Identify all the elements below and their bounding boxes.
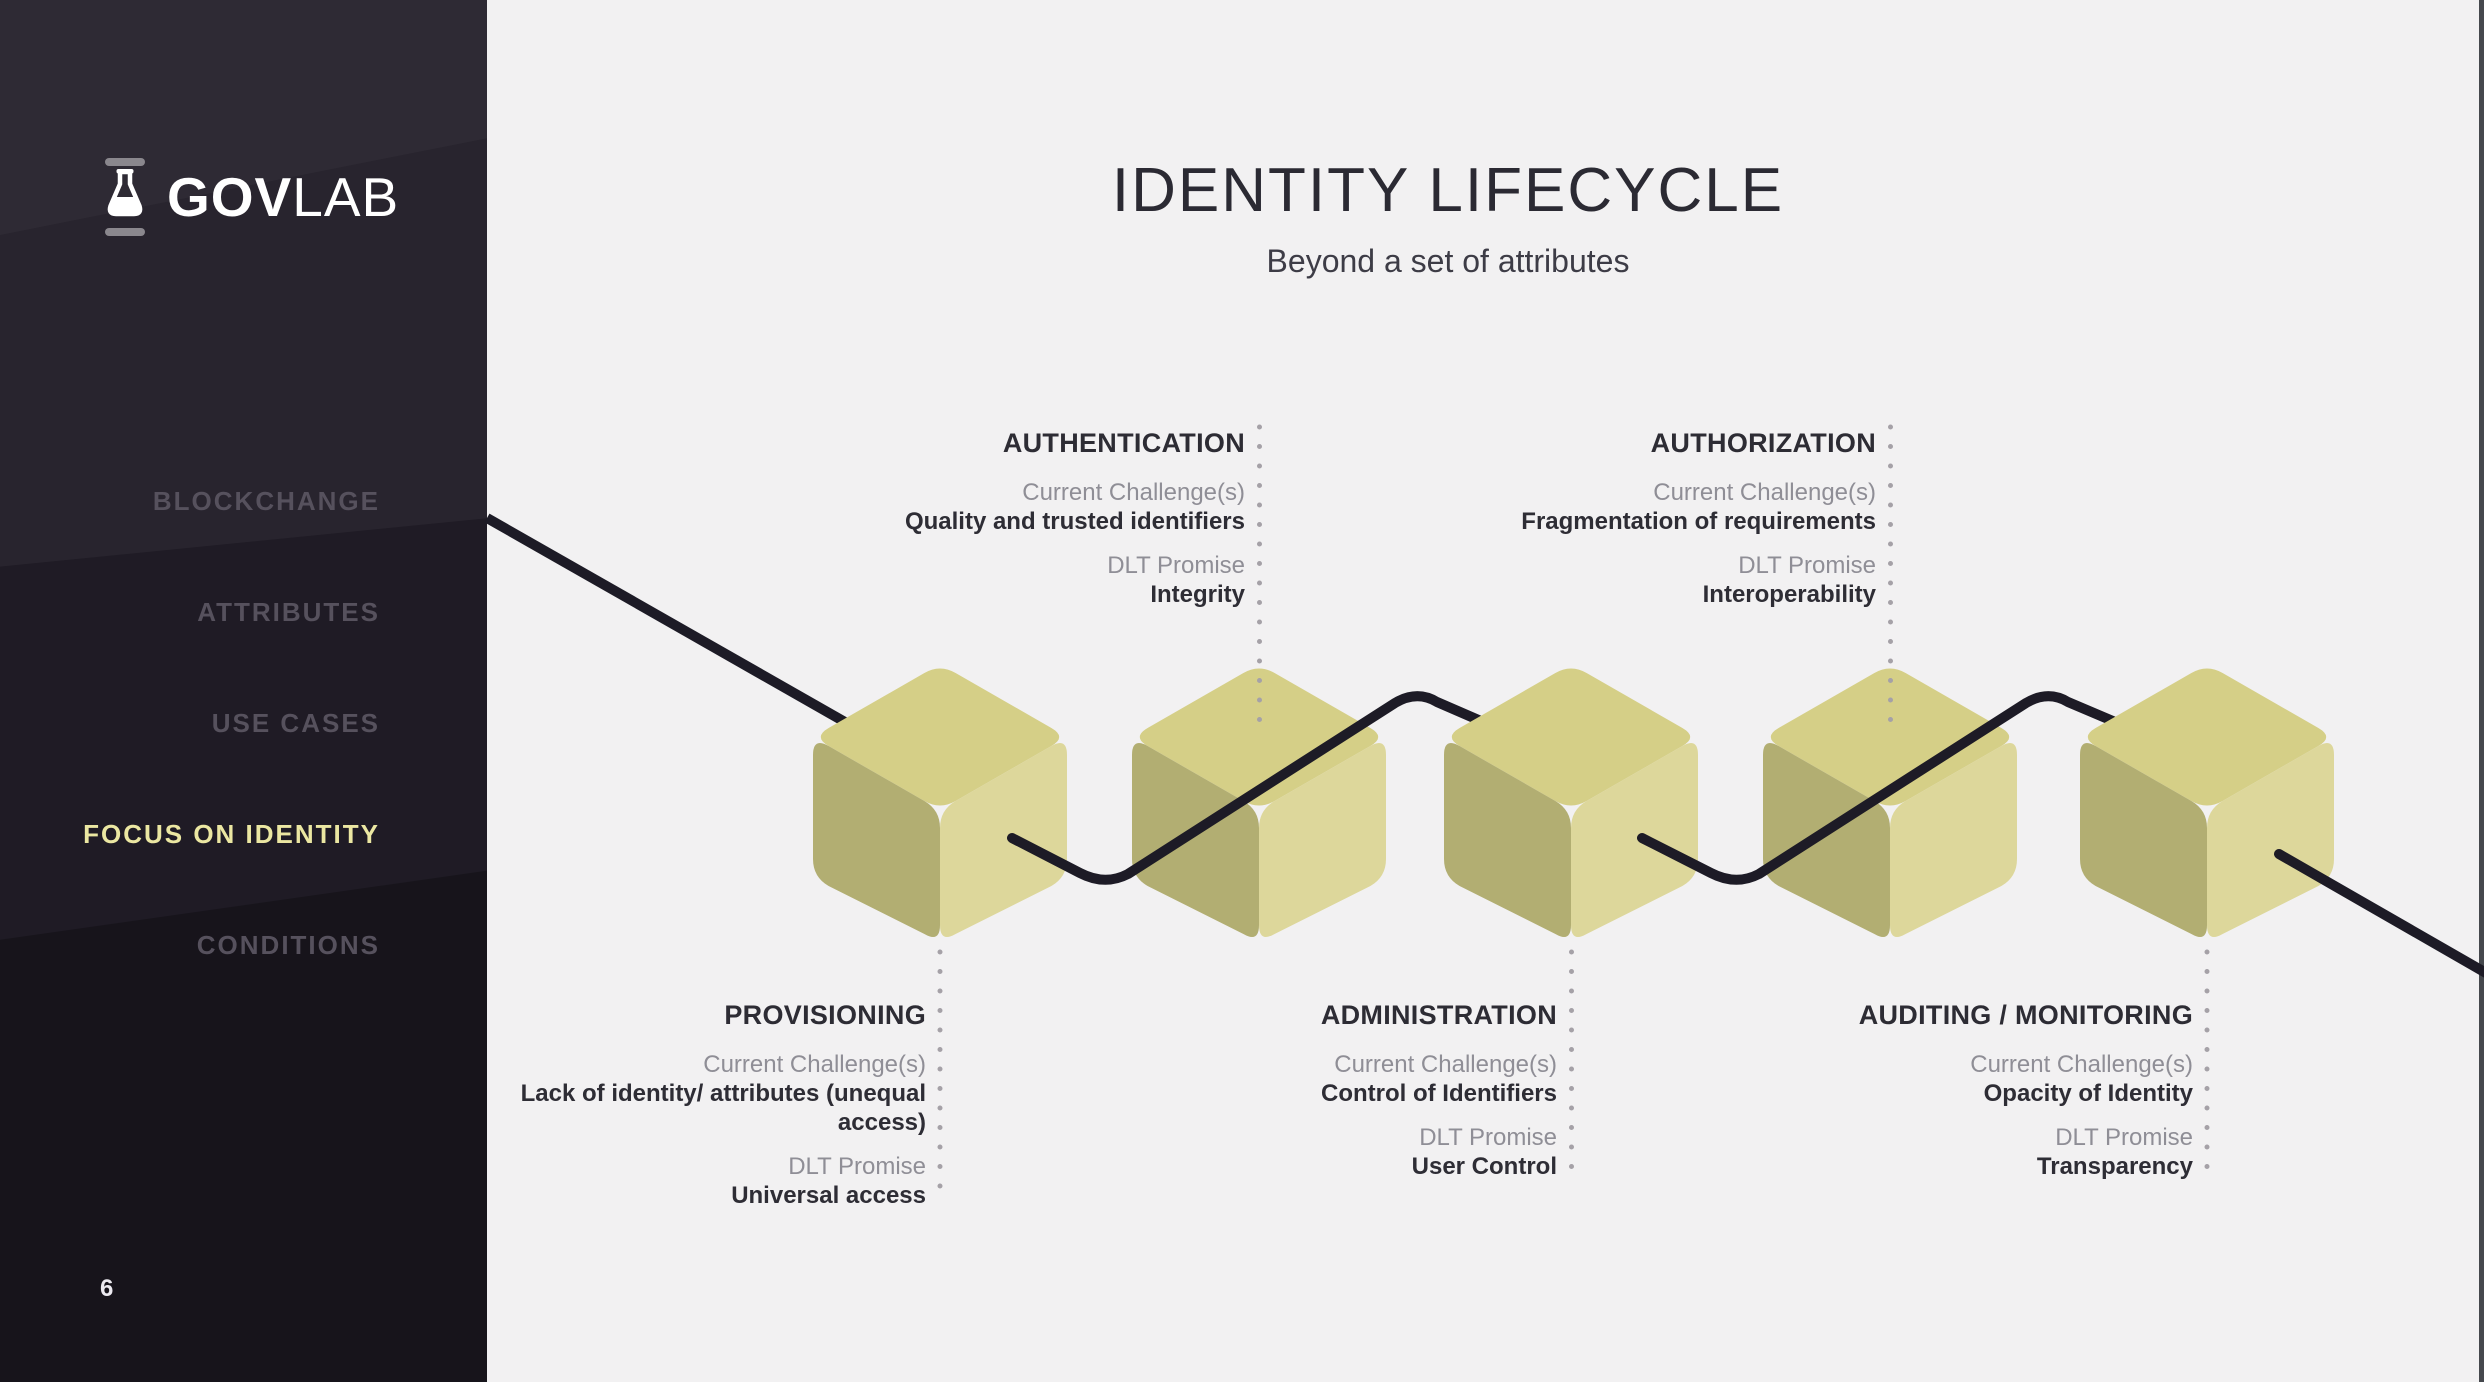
stage-name: AUTHORIZATION — [1650, 428, 1876, 458]
stage-provisioning: PROVISIONING Current Challenge(s) Lack o… — [506, 1000, 926, 1226]
promise-value: User Control — [1411, 1153, 1557, 1180]
stage-name: AUDITING / MONITORING — [1858, 1000, 2193, 1030]
stage-authentication: AUTHENTICATION Current Challenge(s) Qual… — [815, 428, 1245, 625]
promise-label: DLT Promise — [2055, 1124, 2193, 1151]
challenge-label: Current Challenge(s) — [1970, 1051, 2193, 1078]
weave-line-start — [484, 513, 883, 747]
promise-group: DLT Promise Transparency — [1763, 1124, 2193, 1181]
challenge-label: Current Challenge(s) — [703, 1051, 926, 1078]
promise-value: Transparency — [2036, 1153, 2193, 1180]
stage-name: AUTHENTICATION — [1002, 428, 1245, 458]
nav-item-blockchange[interactable]: BLOCKCHANGE — [152, 486, 380, 516]
challenge-group: Current Challenge(s) Fragmentation of re… — [1446, 479, 1876, 536]
page-number: 6 — [100, 1275, 114, 1302]
challenge-label: Current Challenge(s) — [1334, 1051, 1557, 1078]
promise-value: Integrity — [1150, 581, 1245, 608]
promise-label: DLT Promise — [1107, 552, 1245, 579]
promise-label: DLT Promise — [1738, 552, 1876, 579]
stage-auditing-monitoring: AUDITING / MONITORING Current Challenge(… — [1763, 1000, 2193, 1197]
brand-light: LAB — [292, 166, 400, 228]
sidebar-backdrop-facet — [0, 0, 487, 567]
weave-line-segment — [1007, 691, 1525, 885]
govlab-logo: GOVLAB — [103, 158, 399, 236]
cube-authentication — [1132, 668, 1386, 937]
nav-item-use-cases[interactable]: USE CASES — [211, 708, 380, 738]
challenge-value: Quality and trusted identifiers — [904, 508, 1245, 535]
stage-authorization: AUTHORIZATION Current Challenge(s) Fragm… — [1446, 428, 1876, 625]
brand-bold: GOV — [167, 166, 293, 228]
challenge-label: Current Challenge(s) — [1022, 479, 1245, 506]
flask-icon — [105, 158, 145, 236]
nav-item-attributes[interactable]: ATTRIBUTES — [197, 597, 380, 627]
slide-title: IDENTITY LIFECYCLE — [1111, 156, 1785, 225]
sidebar: GOVLAB BLOCKCHANGE ATTRIBUTES USE CASES … — [0, 0, 487, 1382]
nav-item-focus-on-identity[interactable]: FOCUS ON IDENTITY — [83, 819, 380, 849]
challenge-value: Control of Identifiers — [1321, 1080, 1557, 1107]
promise-value: Universal access — [731, 1182, 926, 1209]
promise-value: Interoperability — [1702, 581, 1876, 608]
promise-group: DLT Promise Universal access — [506, 1153, 926, 1210]
challenge-value: Fragmentation of requirements — [1521, 508, 1876, 535]
cube-provisioning — [813, 668, 1067, 937]
promise-label: DLT Promise — [1419, 1124, 1557, 1151]
promise-label: DLT Promise — [788, 1153, 926, 1180]
stage-name: ADMINISTRATION — [1320, 1000, 1557, 1030]
nav-item-conditions[interactable]: CONDITIONS — [196, 930, 380, 960]
sidebar-backdrop-facet — [0, 870, 487, 1382]
slide-subtitle: Beyond a set of attributes — [1266, 243, 1630, 279]
challenge-value: Lack of identity/ attributes (unequal ac… — [520, 1080, 926, 1136]
promise-group: DLT Promise Integrity — [815, 552, 1245, 609]
header: IDENTITY LIFECYCLE Beyond a set of attri… — [487, 158, 2484, 280]
stage-administration: ADMINISTRATION Current Challenge(s) Cont… — [1127, 1000, 1557, 1197]
weave-line-segment — [1637, 691, 2165, 885]
challenge-group: Current Challenge(s) Lack of identity/ a… — [506, 1051, 926, 1137]
challenge-group: Current Challenge(s) Quality and trusted… — [815, 479, 1245, 536]
challenge-group: Current Challenge(s) Opacity of Identity — [1763, 1051, 2193, 1108]
cube-authorization — [1763, 668, 2017, 937]
challenge-label: Current Challenge(s) — [1653, 479, 1876, 506]
weave-line-end — [2274, 849, 2484, 978]
cube-auditing — [2080, 668, 2334, 937]
challenge-value: Opacity of Identity — [1983, 1080, 2193, 1107]
challenge-group: Current Challenge(s) Control of Identifi… — [1127, 1051, 1557, 1108]
stage-name: PROVISIONING — [724, 1000, 926, 1030]
brand-wordmark: GOVLAB — [167, 170, 399, 225]
slide-nav: BLOCKCHANGE ATTRIBUTES USE CASES FOCUS O… — [83, 488, 380, 959]
promise-group: DLT Promise Interoperability — [1446, 552, 1876, 609]
next-slide-edge — [2479, 0, 2484, 1382]
cube-administration — [1444, 668, 1698, 937]
promise-group: DLT Promise User Control — [1127, 1124, 1557, 1181]
